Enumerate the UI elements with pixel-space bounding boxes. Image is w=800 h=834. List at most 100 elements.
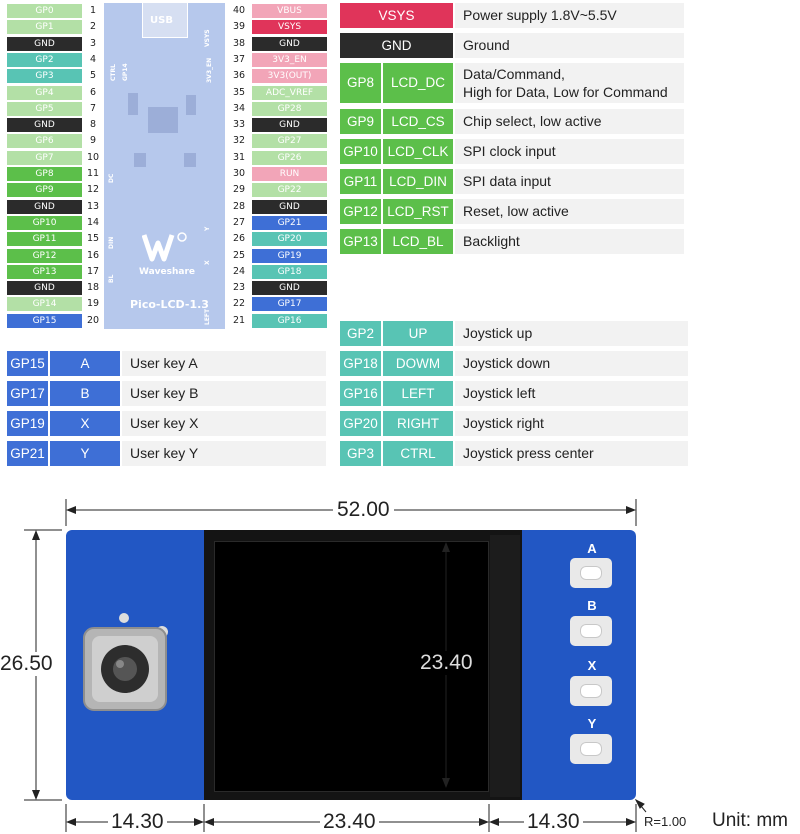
pin-label-left: GP4 bbox=[7, 85, 82, 100]
gpio-cell: GP21 bbox=[7, 441, 48, 466]
gpio-cell: GP16 bbox=[340, 381, 381, 406]
pin-label-right: GP27 bbox=[252, 134, 327, 149]
description-cell: Joystick left bbox=[455, 381, 688, 406]
description-cell: User key X bbox=[122, 411, 326, 436]
pin-number-left: 4 bbox=[89, 53, 97, 65]
pin-label-left: GP15 bbox=[7, 313, 82, 328]
dim-unit: Unit: mm bbox=[712, 810, 788, 831]
pin-number-left: 20 bbox=[86, 314, 100, 326]
pin-label-left: GP0 bbox=[7, 4, 82, 18]
description-cell: User key Y bbox=[122, 441, 326, 466]
pin-label-right: GND bbox=[252, 199, 327, 214]
pin-label-right: GP18 bbox=[252, 264, 327, 279]
pin-label-left: GND bbox=[7, 199, 82, 214]
key-a-button bbox=[570, 558, 612, 588]
function-cell: B bbox=[50, 381, 120, 406]
key-label-x: X bbox=[587, 658, 597, 673]
gpio-cell: GP17 bbox=[7, 381, 48, 406]
key-b-button bbox=[570, 616, 612, 646]
pin-number-right: 27 bbox=[232, 216, 246, 228]
joystick-icon bbox=[83, 613, 168, 711]
model-label: Pico-LCD-1.3 bbox=[130, 298, 209, 311]
pin-label-right: 3V3_EN bbox=[252, 52, 327, 67]
dim-height: 26.50 bbox=[0, 652, 53, 676]
function-cell: LCD_BL bbox=[383, 229, 453, 254]
key-label-b: B bbox=[587, 598, 597, 613]
pin-number-left: 13 bbox=[86, 200, 100, 212]
function-cell: X bbox=[50, 411, 120, 436]
dim-total-width: 52.00 bbox=[333, 498, 394, 522]
pin-label-right: GP26 bbox=[252, 150, 327, 165]
pin-number-right: 36 bbox=[232, 70, 246, 82]
pin-number-right: 28 bbox=[232, 200, 246, 212]
pin-label-left: GND bbox=[7, 36, 82, 51]
pin-label-left: GP10 bbox=[7, 215, 82, 230]
pin-label-right: RUN bbox=[252, 167, 327, 181]
usb-label: USB bbox=[150, 15, 173, 26]
description-cell: Backlight bbox=[455, 229, 684, 254]
pin-number-right: 23 bbox=[232, 282, 246, 294]
description-cell: User key A bbox=[122, 351, 326, 376]
key-label-a: A bbox=[587, 541, 597, 556]
gpio-cell: GP15 bbox=[7, 351, 48, 376]
pin-number-left: 8 bbox=[89, 119, 97, 131]
pin-label-left: GP13 bbox=[7, 264, 82, 279]
pin-number-left: 11 bbox=[86, 168, 100, 179]
description-cell: Data/Command, High for Data, Low for Com… bbox=[455, 63, 684, 103]
description-cell: Joystick up bbox=[455, 321, 688, 346]
key-x-button bbox=[570, 676, 612, 706]
description-cell: Power supply 1.8V~5.5V bbox=[455, 3, 684, 28]
usb-connector bbox=[142, 3, 188, 38]
function-cell: RIGHT bbox=[383, 411, 453, 436]
pin-label-right: ADC_VREF bbox=[252, 85, 327, 100]
brand-label: Waveshare bbox=[139, 267, 196, 277]
pin-label-right: GND bbox=[252, 281, 327, 296]
pico-board: USB CTRL GP14 VSYS 3V3_EN DC DIN BL LEFT… bbox=[104, 3, 225, 329]
pin-label-right: GP19 bbox=[252, 248, 327, 263]
dim-radius: R=1.00 bbox=[644, 814, 687, 829]
pin-number-left: 17 bbox=[86, 265, 100, 277]
pin-label-left: GP12 bbox=[7, 248, 82, 263]
pin-number-left: 16 bbox=[86, 249, 100, 261]
pin-label-right: GND bbox=[252, 36, 327, 51]
pin-number-left: 14 bbox=[86, 216, 100, 228]
gpio-cell: GP10 bbox=[340, 139, 381, 164]
function-cell: UP bbox=[383, 321, 453, 346]
pin-number-left: 9 bbox=[89, 135, 97, 147]
chip-4 bbox=[134, 153, 146, 167]
pin-label-left: GP6 bbox=[7, 134, 82, 149]
description-cell: SPI data input bbox=[455, 169, 684, 194]
gpio-cell: GP8 bbox=[340, 63, 381, 103]
gpio-cell: GP2 bbox=[340, 321, 381, 346]
pin-label-right: GP21 bbox=[252, 215, 327, 230]
function-cell: LCD_CLK bbox=[383, 139, 453, 164]
function-cell: A bbox=[50, 351, 120, 376]
function-cell: LCD_RST bbox=[383, 199, 453, 224]
pin-label-right: GP22 bbox=[252, 183, 327, 198]
pin-number-left: 6 bbox=[89, 86, 97, 98]
function-cell: LCD_DC bbox=[383, 63, 453, 103]
description-cell: Ground bbox=[455, 33, 684, 58]
description-cell: User key B bbox=[122, 381, 326, 406]
pin-number-left: 19 bbox=[86, 298, 100, 310]
description-cell: Joystick right bbox=[455, 411, 688, 436]
key-y-button bbox=[570, 734, 612, 764]
pin-number-right: 24 bbox=[232, 265, 246, 277]
gpio-cell: GND bbox=[340, 33, 453, 58]
chip-5 bbox=[184, 153, 196, 167]
chip-1 bbox=[148, 107, 178, 133]
gpio-cell: GP13 bbox=[340, 229, 381, 254]
function-cell: LCD_CS bbox=[383, 109, 453, 134]
dim-screen-height: 23.40 bbox=[418, 651, 475, 675]
gpio-cell: GP12 bbox=[340, 199, 381, 224]
function-cell: LCD_DIN bbox=[383, 169, 453, 194]
pin-number-left: 12 bbox=[86, 184, 100, 196]
pin-number-left: 1 bbox=[89, 5, 97, 16]
pin-number-left: 3 bbox=[89, 37, 97, 49]
pin-label-right: GP28 bbox=[252, 101, 327, 116]
pin-label-left: GP9 bbox=[7, 183, 82, 198]
pin-number-left: 7 bbox=[89, 102, 97, 114]
pin-label-right: 3V3(OUT) bbox=[252, 69, 327, 84]
description-cell: SPI clock input bbox=[455, 139, 684, 164]
